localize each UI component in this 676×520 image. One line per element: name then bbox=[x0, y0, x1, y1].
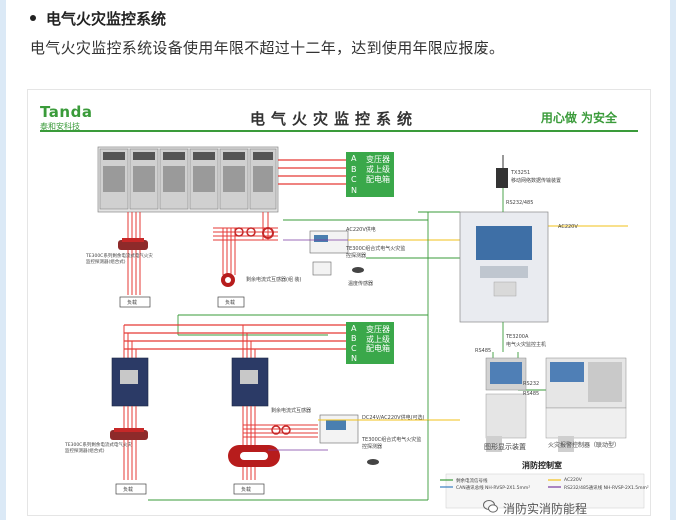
graphic-display-unit bbox=[485, 357, 527, 439]
ct-sensors-bottom bbox=[110, 425, 291, 467]
watermark: 消防实消防能程 bbox=[503, 502, 588, 516]
bottom-feeder-lines bbox=[123, 406, 318, 480]
phase-box-bottom bbox=[346, 322, 364, 364]
bullet-icon bbox=[30, 14, 36, 21]
load-box-top-left bbox=[119, 296, 151, 308]
modem-desc: 移动网络数据传输装置 bbox=[511, 178, 562, 184]
breakers bbox=[111, 357, 269, 407]
modem-unit bbox=[496, 155, 508, 212]
ct-sensor-label: 剩余电流式互感器(组 装) bbox=[246, 277, 302, 283]
load-box-top-mid bbox=[217, 296, 245, 308]
rs232-label: RS232 bbox=[523, 381, 540, 387]
ct-rings-top-mid bbox=[221, 227, 274, 287]
load-label-2: 负载 bbox=[225, 300, 236, 306]
transformer-label-bottom: 变压器或上级配电箱 bbox=[366, 325, 390, 353]
dc24-label: DC24V/AC220V供电(可选) bbox=[362, 415, 425, 421]
monitoring-host bbox=[459, 211, 549, 323]
rs485-label-a: RS485 bbox=[475, 348, 492, 354]
alarm-panel-label: 火灾报警控制器（联动型） bbox=[548, 442, 621, 449]
bottom-busbars bbox=[123, 324, 346, 360]
load-label-1: 负载 bbox=[127, 300, 138, 306]
logo-sub: 泰和安科技 bbox=[40, 122, 80, 131]
legend-item-2: CAN通讯总线 NH-RVSP-2X1.5mm² bbox=[456, 486, 531, 491]
section-paragraph: 电气火灾监控系统设备使用年限不超过十二年，达到使用年限应报废。 bbox=[30, 39, 505, 57]
diagram-drawing bbox=[97, 146, 645, 509]
legend-box bbox=[445, 473, 645, 509]
combo-detector-top bbox=[309, 230, 364, 276]
page-frame-left bbox=[0, 0, 6, 520]
transformer-label-top: 变压器或上级配电箱 bbox=[366, 155, 390, 184]
load-box-bottom-mid bbox=[233, 483, 265, 495]
ct-desc-label: 剩余电流式互感器 bbox=[271, 408, 312, 414]
section-heading: 电气火灾监控系统 bbox=[30, 8, 166, 29]
sensor-mid-label: TE300C组合式电气火灾监控探测器 bbox=[346, 246, 406, 259]
transformer-box-bottom bbox=[364, 322, 394, 364]
signal-lines-top bbox=[177, 211, 628, 420]
fire-alarm-panel bbox=[545, 357, 627, 439]
top-busbars bbox=[278, 159, 346, 185]
logo-main: Tanda bbox=[40, 103, 93, 121]
ct-sensor-top-left bbox=[118, 238, 148, 250]
control-room-label: 消防控制室 bbox=[522, 461, 562, 470]
legend-item-3: RS232/485通讯线 NH-RVSP-2X1.5mm² bbox=[564, 486, 649, 491]
display-label: 图形显示装置 bbox=[484, 443, 526, 451]
display-base bbox=[486, 436, 502, 452]
phase-box-top bbox=[346, 152, 364, 197]
system-diagram: Tanda 泰和安科技 电气火灾监控系统 用心做 为安全 bbox=[27, 89, 651, 516]
legend-item-1: 剩余电流信号线 bbox=[456, 479, 488, 484]
rs485-label-b: RS485 bbox=[523, 391, 540, 397]
load-box-bottom-left bbox=[115, 483, 147, 495]
modem-model: TX3251 bbox=[511, 170, 531, 176]
page-frame-right bbox=[670, 0, 676, 520]
temp-sensor-label: 温度传感器 bbox=[348, 281, 374, 287]
diagram-title: 电气火灾监控系统 bbox=[250, 110, 419, 128]
panel-base bbox=[558, 436, 574, 452]
legend-item-4: AC220V bbox=[564, 478, 582, 483]
header-divider bbox=[40, 130, 638, 132]
section-heading-text: 电气火灾监控系统 bbox=[46, 10, 167, 28]
diagram-slogan: 用心做 为安全 bbox=[540, 111, 617, 125]
ac220-right-label: AC220V bbox=[558, 224, 578, 230]
switchgear-cabinets bbox=[97, 146, 279, 213]
tanda-logo: Tanda 泰和安科技 bbox=[40, 103, 92, 132]
host-desc: 电气火灾监控主机 bbox=[506, 342, 547, 348]
sensor-bottom-label: TE300C组合式电气火灾监控探测器 bbox=[362, 437, 422, 450]
ac220-label: AC220V供电 bbox=[346, 227, 376, 233]
wechat-icon bbox=[483, 500, 498, 513]
rs-label: RS232/485 bbox=[506, 200, 534, 206]
signal-lines-bottom bbox=[148, 419, 460, 501]
sensor-bottom-left-label: TE300C系列剩余电流式电气火灾监控探测器(组合式) bbox=[65, 443, 132, 454]
load-label-3: 负载 bbox=[123, 487, 134, 493]
load-label-4: 负载 bbox=[241, 487, 252, 493]
host-model: TE3200A bbox=[506, 334, 529, 340]
top-feeder-lines bbox=[127, 212, 278, 295]
sensor-top-label: TE300C系列剩余电流式电气火灾监控探测器(组合式) bbox=[86, 254, 153, 265]
transformer-box-top bbox=[364, 152, 394, 197]
